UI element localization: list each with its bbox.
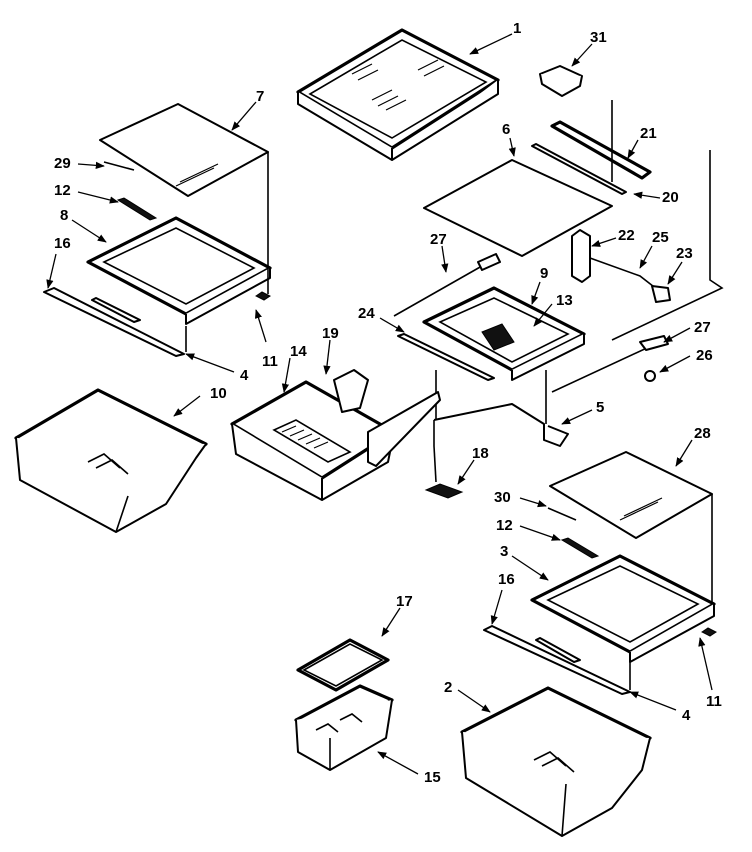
callout-27: 27 [694,319,711,336]
callout-12: 12 [54,182,71,199]
callout-11: 11 [262,353,278,370]
callout-7: 7 [256,88,264,105]
callout-15: 15 [424,769,441,786]
upper-left-crisper-cover-assembly [43,103,272,357]
callout-4: 4 [240,367,249,384]
callout-6: 6 [502,121,510,138]
callout-18: 18 [472,445,489,462]
callout-2: 2 [444,679,452,696]
callout-21: 21 [640,125,657,142]
leader-lines [46,33,713,775]
callout-19: 19 [322,325,339,342]
callout-17: 17 [396,593,413,610]
part-31-cup [539,65,583,97]
callout-28: 28 [694,425,711,442]
callout-24: 24 [358,305,375,322]
callout-30: 30 [494,489,511,506]
callout-20: 20 [662,189,679,206]
callout-25: 25 [652,229,669,246]
callout-10: 10 [210,385,227,402]
callout-27: 27 [430,231,447,248]
lower-left-bins [294,638,394,771]
callout-13: 13 [556,292,573,309]
callout-31: 31 [590,29,607,46]
callout-23: 23 [676,245,693,262]
left-drawers [14,369,441,533]
callout-29: 29 [54,155,71,172]
callout-12: 12 [496,517,513,534]
callout-14: 14 [290,343,307,360]
callout-22: 22 [618,227,635,244]
callout-26: 26 [696,347,713,364]
callout-5: 5 [596,399,604,416]
lower-right-crisper-cover-assembly [483,451,717,695]
callout-4: 4 [682,707,691,724]
callout-11: 11 [706,693,722,710]
callout-3: 3 [500,543,508,560]
callout-labels: 1 31 7 6 21 29 20 12 8 27 22 25 23 16 9 … [54,20,722,786]
part-1-top-glass-shelf [296,28,500,161]
callout-16: 16 [498,571,515,588]
callout-8: 8 [60,207,68,224]
callout-16: 16 [54,235,71,252]
callout-1: 1 [513,20,521,37]
center-shelf-assembly [393,100,724,499]
callout-9: 9 [540,265,548,282]
part-2-crisper-drawer [460,686,652,837]
